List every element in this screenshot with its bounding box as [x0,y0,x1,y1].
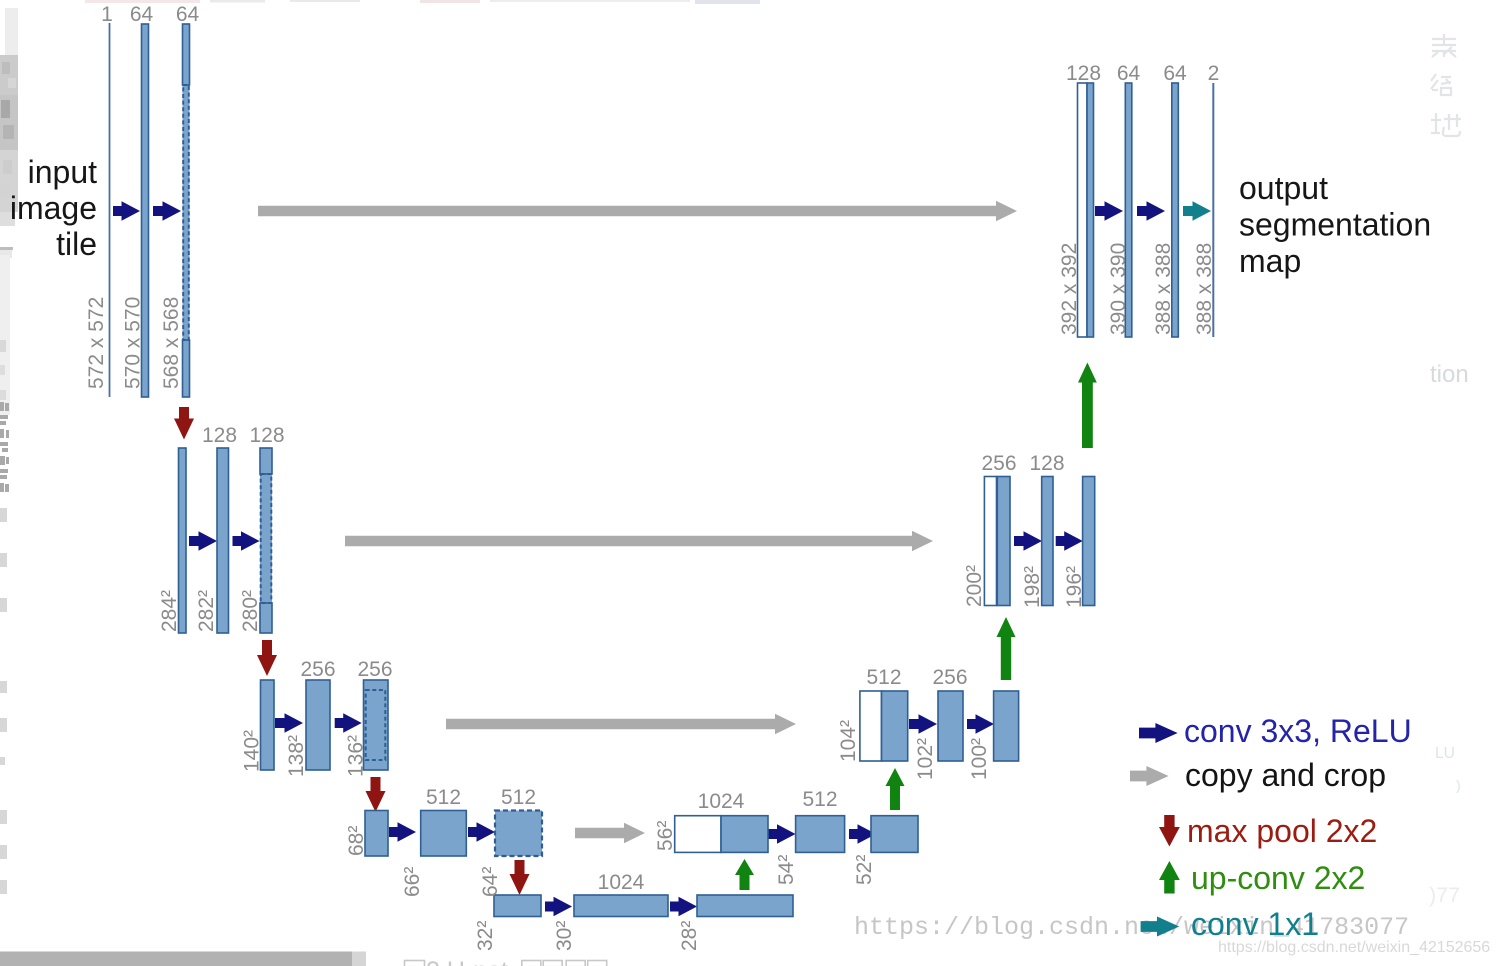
svg-text:conv 1x1: conv 1x1 [1191,906,1319,942]
svg-text:128: 128 [1066,62,1101,85]
svg-text:196²: 196² [1063,566,1086,608]
svg-text:390 x 390: 390 x 390 [1107,243,1130,335]
svg-text:568 x 568: 568 x 568 [160,297,183,389]
svg-text:200²: 200² [963,565,986,607]
svg-text:104²: 104² [837,720,860,762]
svg-text:512: 512 [501,786,536,809]
svg-text:https://blog.csdn.net/weixin_4: https://blog.csdn.net/weixin_41783077 [854,913,1409,942]
svg-text:512: 512 [866,666,901,689]
svg-text:66²: 66² [401,867,424,897]
svg-text:1024: 1024 [698,790,745,813]
svg-text:102²: 102² [914,738,937,780]
svg-text:388 x 388: 388 x 388 [1152,243,1175,335]
svg-text:max pool 2x2: max pool 2x2 [1187,813,1377,849]
svg-text:256: 256 [357,658,392,681]
svg-text:256: 256 [932,666,967,689]
svg-text:input: input [28,154,98,190]
svg-text:100²: 100² [968,738,991,780]
svg-text:284²: 284² [158,590,181,632]
svg-text:572 x 572: 572 x 572 [85,297,108,389]
svg-text:388 x 388: 388 x 388 [1193,243,1216,335]
svg-text:56²: 56² [654,821,677,851]
svg-text:https://blog.csdn.net/weixin_4: https://blog.csdn.net/weixin_42152656 [1218,939,1490,956]
svg-text:30²: 30² [553,921,576,951]
svg-text:512: 512 [426,786,461,809]
svg-text:128: 128 [1029,452,1064,475]
svg-text:52²: 52² [853,855,876,885]
svg-text:image: image [10,190,97,226]
svg-text:256: 256 [981,452,1016,475]
svg-text:570 x 570: 570 x 570 [122,297,145,389]
svg-text:2: 2 [1208,62,1220,85]
svg-text:conv 3x3, ReLU: conv 3x3, ReLU [1184,713,1412,749]
svg-text:128: 128 [249,424,284,447]
svg-text:140²: 140² [241,730,264,772]
svg-text:64²: 64² [479,867,502,897]
svg-text:282²: 282² [195,590,218,632]
svg-text:198²: 198² [1021,566,1044,608]
svg-text:LU: LU [1435,745,1455,762]
svg-text:138²: 138² [285,735,308,777]
svg-text:up-conv 2x2: up-conv 2x2 [1191,860,1365,896]
svg-text:64: 64 [130,3,154,26]
svg-text:output: output [1239,170,1328,206]
svg-text:256: 256 [300,658,335,681]
svg-text:64: 64 [1117,62,1141,85]
svg-text:1: 1 [101,3,113,26]
svg-text:54²: 54² [775,855,798,885]
svg-text:tile: tile [56,226,97,262]
svg-text:copy and crop: copy and crop [1185,757,1386,793]
svg-text:tion: tion [1430,361,1469,388]
svg-text:28²: 28² [678,921,701,951]
svg-text:392 x 392: 392 x 392 [1058,243,1081,335]
svg-text:512: 512 [802,788,837,811]
svg-text:128: 128 [202,424,237,447]
svg-text:1024: 1024 [598,871,645,894]
svg-text:map: map [1239,243,1301,279]
svg-text:)77: )77 [1429,883,1460,907]
svg-text:): ) [1456,777,1461,793]
svg-text:64: 64 [1163,62,1187,85]
svg-text:64: 64 [176,3,200,26]
svg-text:segmentation: segmentation [1239,207,1431,243]
svg-text:32²: 32² [474,921,497,951]
svg-text:136²: 136² [345,735,368,777]
svg-text:2 U-net: 2 U-net [426,957,508,966]
svg-text:68²: 68² [345,826,368,856]
svg-text:280²: 280² [239,590,262,632]
